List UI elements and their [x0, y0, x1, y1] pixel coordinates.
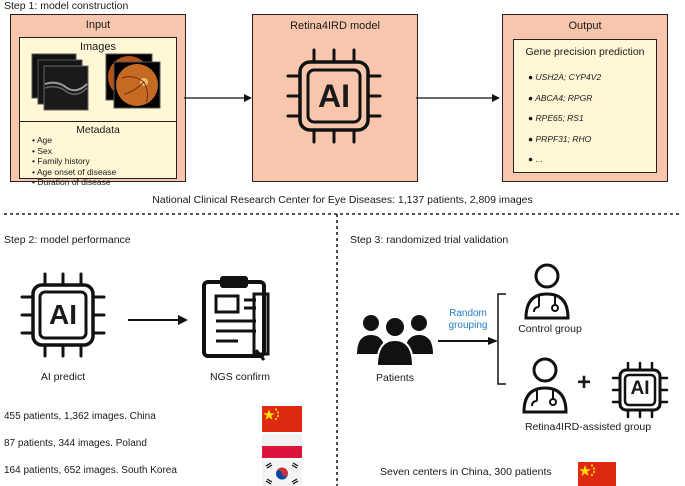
- south-korea-flag-icon: [262, 461, 302, 486]
- gene-item: ● ...: [528, 154, 543, 164]
- poland-flag-icon: [262, 434, 302, 458]
- gene-item: ● RPE65; RS1: [528, 113, 584, 123]
- control-group-label: Control group: [518, 323, 582, 335]
- metadata-title: Metadata: [76, 124, 120, 136]
- ai-chip-icon: [20, 272, 106, 358]
- step1-caption: National Clinical Research Center for Ey…: [152, 194, 533, 206]
- cohort-south-korea: 164 patients, 652 images. South Korea: [4, 465, 177, 476]
- model-box: Retina4IRD model: [252, 14, 418, 182]
- metadata-list: • Age • Sex • Family history • Age onset…: [32, 135, 116, 188]
- gene-prediction-panel: Gene precision prediction ● USH2A; CYP4V…: [513, 39, 657, 173]
- doctor-icon: [524, 263, 570, 320]
- output-box: Output Gene precision prediction ● USH2A…: [502, 14, 668, 182]
- arrow-model-to-output: [416, 94, 500, 102]
- fundus-photos-image: [105, 53, 161, 109]
- horizontal-divider: [4, 213, 682, 215]
- step2-title: Step 2: model performance: [4, 234, 131, 246]
- images-title: Images: [79, 41, 117, 53]
- gene-panel-title: Gene precision prediction: [525, 46, 645, 58]
- china-flag-icon: [578, 462, 616, 486]
- model-title: Retina4IRD model: [290, 20, 380, 32]
- metadata-item: • Age: [32, 135, 52, 145]
- step3-title: Step 3: randomized trial validation: [350, 234, 509, 246]
- ai-chip-label: AI: [318, 78, 350, 114]
- doctor-icon: [522, 357, 568, 414]
- cohort-china: 455 patients, 1,362 images. China: [4, 411, 156, 422]
- oct-scans-image: [31, 53, 89, 111]
- patients-group-icon: [357, 315, 433, 367]
- arrow-random-grouping: [438, 337, 498, 345]
- ai-predict-label: AI predict: [40, 371, 86, 383]
- clipboard-document-icon: [202, 276, 270, 361]
- input-title: Input: [85, 19, 111, 31]
- ngs-confirm-label: NGS confirm: [209, 371, 271, 383]
- metadata-item: • Sex: [32, 145, 52, 156]
- random-grouping-label: Random grouping: [448, 308, 488, 331]
- metadata-panel: Metadata • Age • Sex • Family history • …: [19, 121, 177, 187]
- group-bracket: [497, 293, 506, 385]
- patients-label: Patients: [376, 372, 414, 384]
- arrow-input-to-model: [184, 94, 252, 102]
- step3-caption: Seven centers in China, 300 patients: [380, 466, 552, 478]
- ai-chip-label: AI: [49, 299, 77, 330]
- output-title: Output: [568, 20, 602, 32]
- assisted-group-label: Retina4IRD-assisted group: [524, 421, 652, 433]
- metadata-item: • Duration of disease: [32, 177, 111, 187]
- metadata-item: • Age onset of disease: [32, 166, 117, 177]
- plus-sign: +: [577, 369, 592, 396]
- ai-chip-icon: [286, 48, 382, 144]
- gene-item: ● USH2A; CYP4V2: [528, 72, 602, 82]
- china-flag-icon: [262, 406, 302, 432]
- images-panel: Images: [19, 37, 177, 129]
- gene-item: ● ABCA4; RPGR: [528, 92, 593, 103]
- vertical-divider: [336, 214, 338, 486]
- ai-chip-label: AI: [630, 378, 650, 399]
- ai-chip-icon: [611, 361, 669, 419]
- step1-title: Step 1: model construction: [4, 0, 129, 12]
- gene-item: ● PRPF31; RHO: [528, 133, 592, 144]
- cohort-poland: 87 patients, 344 images. Poland: [4, 438, 147, 449]
- metadata-item: • Family history: [32, 156, 90, 166]
- arrow-predict-to-confirm: [128, 315, 188, 325]
- input-box: Input Images Metadata • Age • Sex • Fami…: [10, 14, 186, 187]
- gene-list: ● USH2A; CYP4V2 ● ABCA4; RPGR ● RPE65; R…: [528, 67, 601, 170]
